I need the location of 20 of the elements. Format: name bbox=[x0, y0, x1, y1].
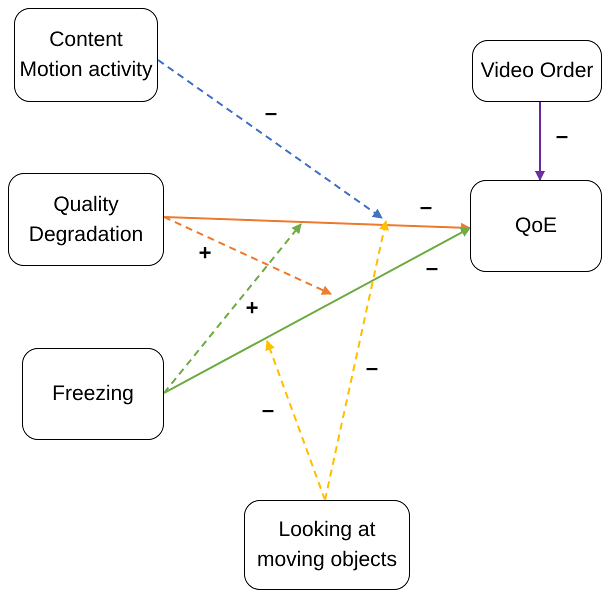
node-label: Video Order bbox=[480, 58, 594, 84]
node-label: Looking at moving objects bbox=[256, 517, 398, 573]
arrow bbox=[164, 216, 332, 295]
arrow bbox=[157, 59, 383, 219]
rounded-box bbox=[8, 173, 164, 266]
arrow bbox=[164, 216, 471, 233]
arrow bbox=[534, 102, 545, 181]
arrow bbox=[324, 220, 389, 500]
node-label: Content Motion activity bbox=[19, 27, 153, 83]
node-label: QoE bbox=[514, 213, 558, 239]
rounded-box bbox=[470, 180, 602, 272]
rounded-box bbox=[14, 8, 158, 102]
node-label: Freezing bbox=[52, 381, 134, 407]
node-label: Quality Degradation bbox=[28, 192, 144, 248]
rounded-box bbox=[472, 40, 602, 102]
rounded-box bbox=[244, 500, 410, 590]
rounded-box bbox=[22, 348, 164, 440]
arrow bbox=[265, 340, 326, 500]
arrow bbox=[164, 227, 471, 394]
arrow bbox=[163, 223, 302, 394]
